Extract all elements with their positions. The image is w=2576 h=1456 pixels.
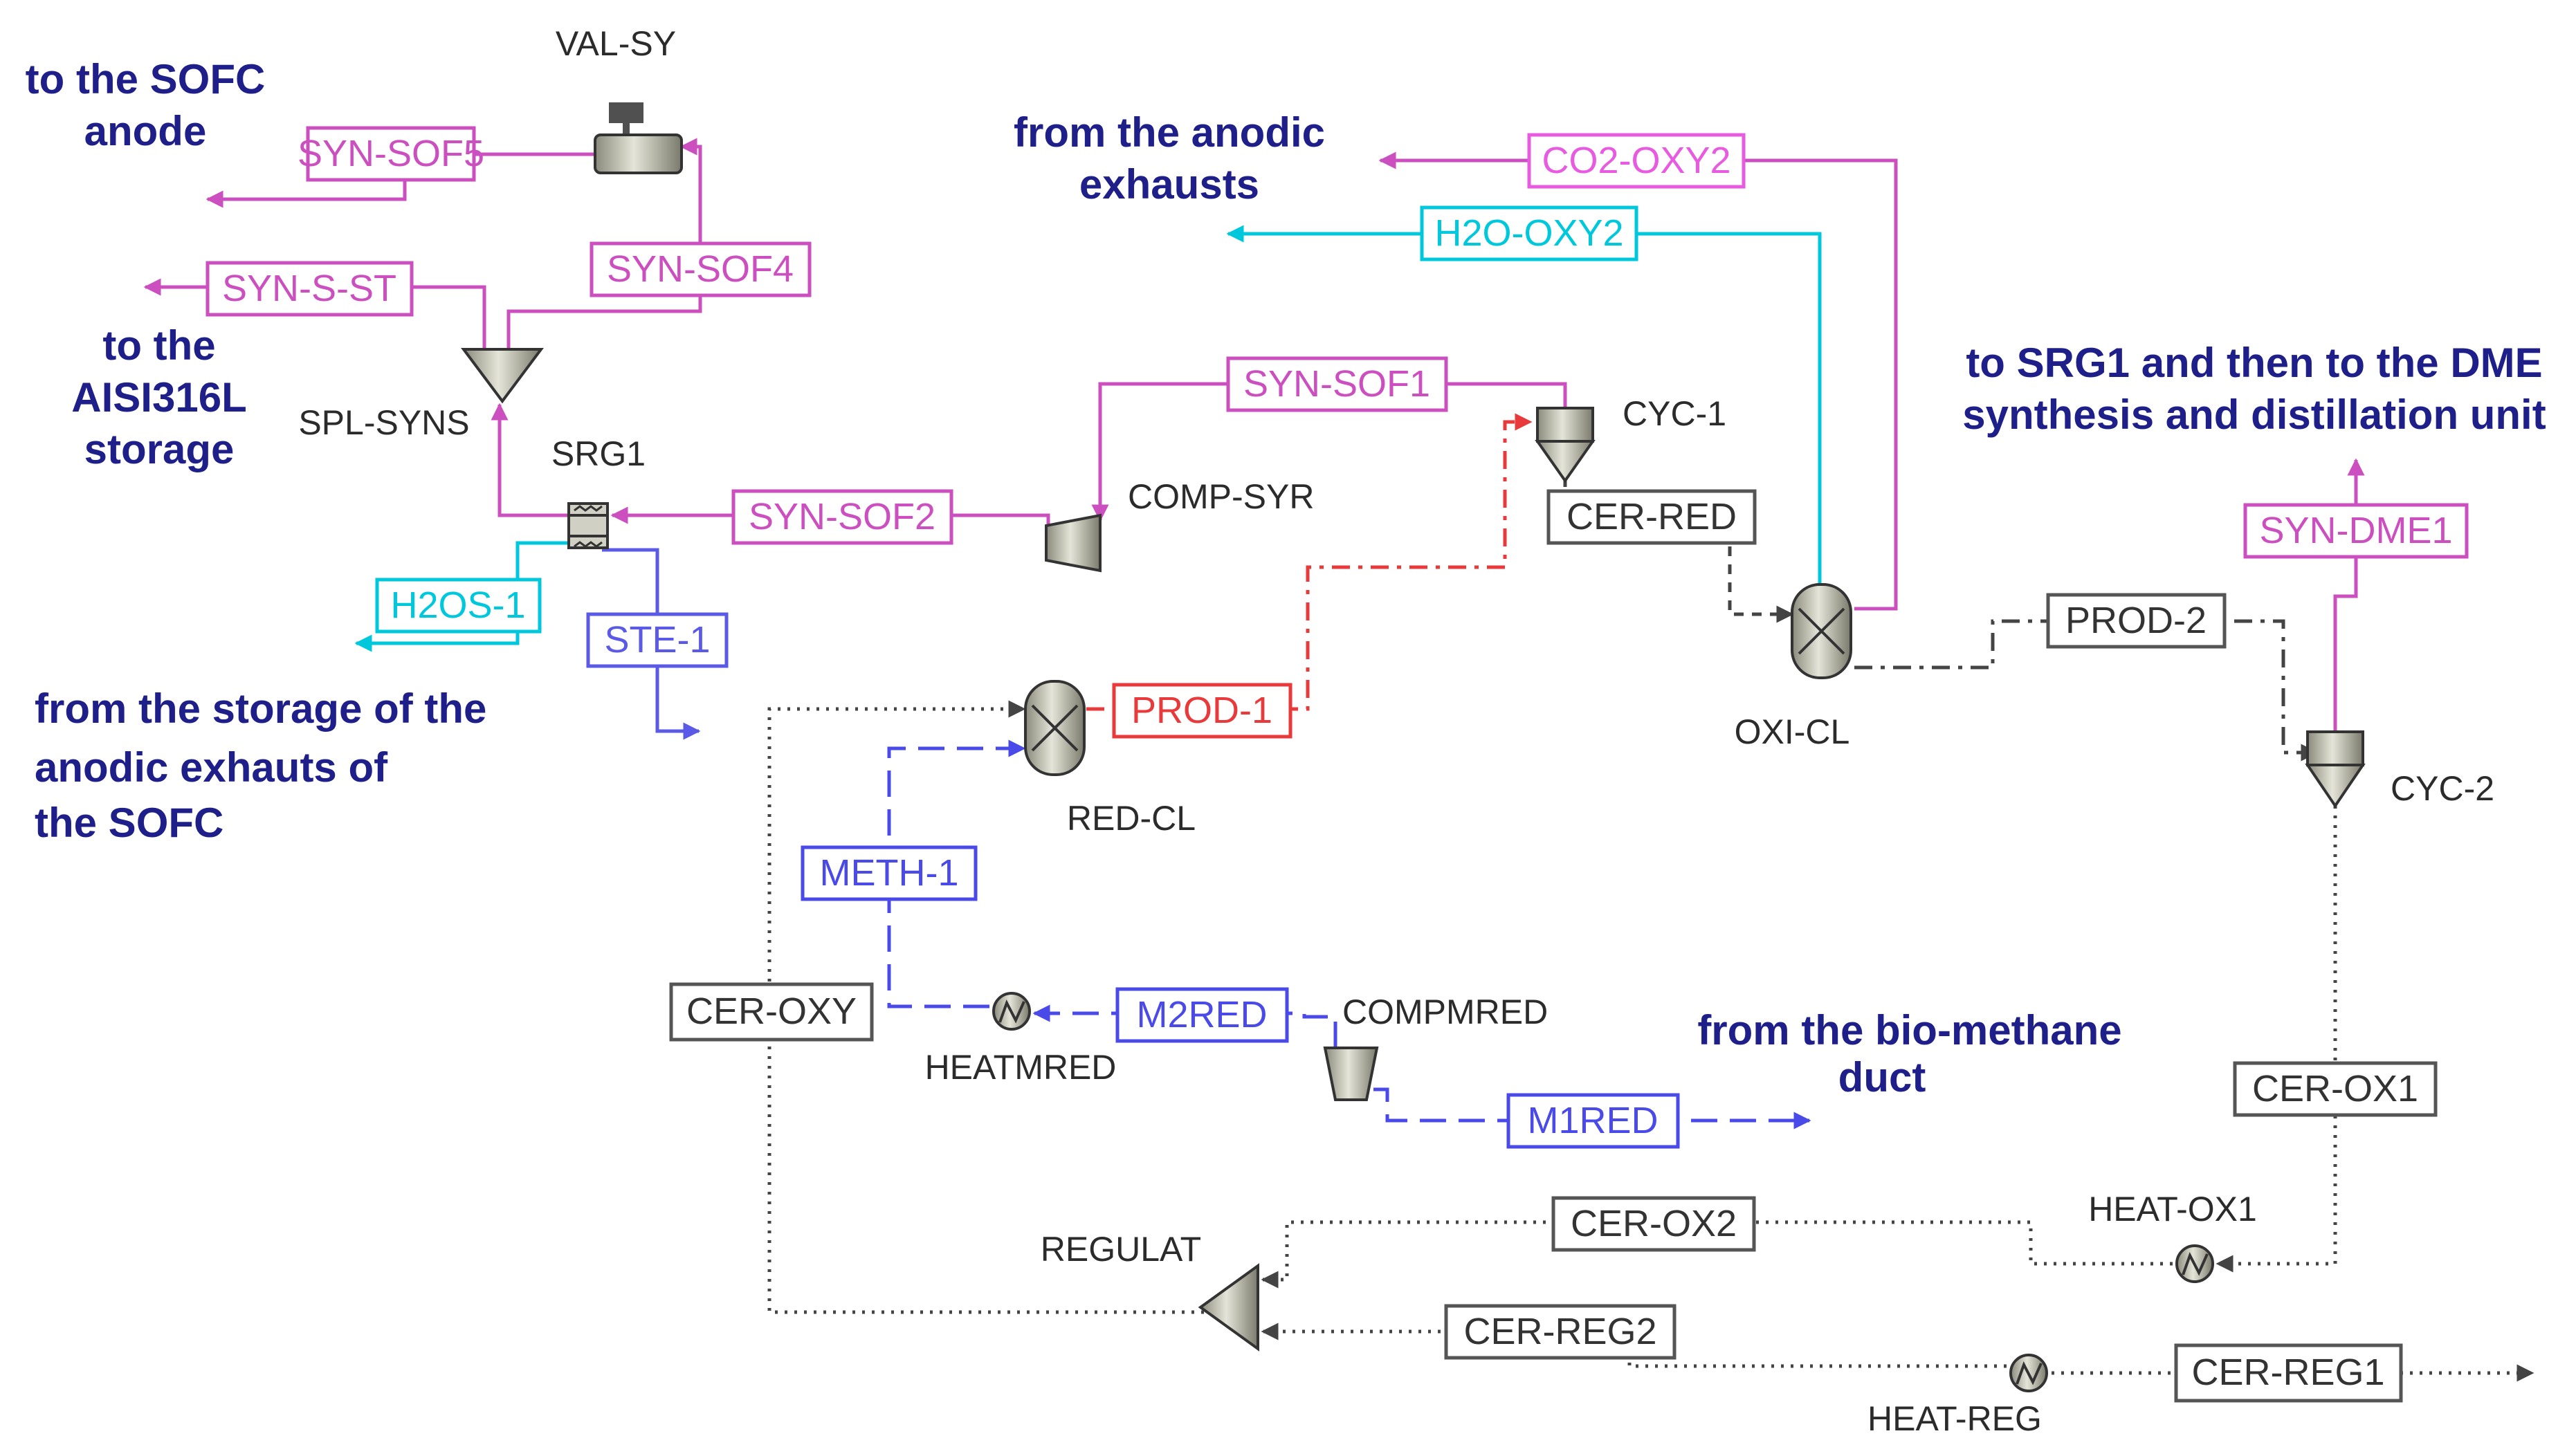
stream-box-syn-dme1[interactable]: SYN-DME1	[2243, 503, 2469, 559]
block-label-red-cl: RED-CL	[1067, 799, 1196, 838]
svg-text:exhausts: exhausts	[1079, 161, 1259, 208]
annotation-aisi-storage: to the AISI316L storage	[71, 322, 246, 472]
svg-text:CER-REG2: CER-REG2	[1463, 1311, 1656, 1352]
svg-text:M1RED: M1RED	[1527, 1100, 1658, 1141]
heater-icon[interactable]	[2009, 1354, 2048, 1392]
svg-text:anodic exhauts of: anodic exhauts of	[35, 744, 388, 791]
stream-line-syn-dme1[interactable]	[2333, 458, 2365, 732]
svg-text:CER-OXY: CER-OXY	[686, 990, 857, 1032]
block-label-val-sy: VAL-SY	[556, 24, 676, 63]
stream-box-meth-1[interactable]: METH-1	[801, 845, 978, 901]
annotation-storage-anodic: from the storage of the anodic exhauts o…	[35, 685, 486, 846]
svg-text:synthesis and distillation uni: synthesis and distillation unit	[1962, 391, 2546, 438]
svg-text:SYN-S-ST: SYN-S-ST	[222, 268, 396, 309]
mixer-icon[interactable]	[1198, 1263, 1259, 1352]
svg-text:PROD-1: PROD-1	[1131, 690, 1272, 731]
svg-text:CO2-OXY2: CO2-OXY2	[1542, 140, 1730, 181]
heater-icon[interactable]	[2175, 1244, 2214, 1283]
cyclone-icon[interactable]	[1535, 407, 1596, 483]
heat-exchanger-icon[interactable]	[567, 502, 609, 549]
stream-box-h2os-1[interactable]: H2OS-1	[375, 578, 542, 634]
stream-box-cer-ox1[interactable]: CER-OX1	[2233, 1061, 2438, 1117]
stream-box-h2o-oxy2[interactable]: H2O-OXY2	[1420, 205, 1638, 261]
svg-text:H2O-OXY2: H2O-OXY2	[1434, 212, 1623, 254]
valve-icon[interactable]	[594, 102, 683, 174]
block-label-compmred: COMPMRED	[1342, 993, 1548, 1031]
svg-text:the SOFC: the SOFC	[35, 800, 223, 846]
svg-text:to the SOFC: to the SOFC	[26, 56, 266, 102]
stream-box-m1red[interactable]: M1RED	[1506, 1093, 1680, 1149]
block-label-comp-syr: COMP-SYR	[1128, 477, 1314, 516]
stream-line-cer-ox2[interactable]	[1261, 1220, 2173, 1289]
block-label-regulat: REGULAT	[1041, 1230, 1201, 1269]
stream-box-syn-sof2[interactable]: SYN-SOF2	[731, 489, 953, 545]
block-label-heat-reg: HEAT-REG	[1867, 1399, 2042, 1438]
svg-text:anode: anode	[84, 108, 207, 154]
block-label-cyc-1: CYC-1	[1623, 394, 1726, 433]
svg-text:SYN-DME1: SYN-DME1	[2259, 510, 2452, 551]
annotation-sofc-anode: to the SOFC anode	[26, 56, 266, 154]
stream-box-cer-oxy[interactable]: CER-OXY	[669, 982, 874, 1042]
stream-box-m2red[interactable]: M2RED	[1115, 987, 1289, 1043]
svg-text:CER-RED: CER-RED	[1566, 496, 1737, 537]
svg-text:from the bio-methane: from the bio-methane	[1697, 1007, 2121, 1053]
block-label-oxi-cl: OXI-CL	[1735, 712, 1850, 751]
stream-box-cer-reg2[interactable]: CER-REG2	[1444, 1304, 1677, 1360]
stream-box-syn-sof4[interactable]: SYN-SOF4	[590, 241, 812, 297]
heater-icon[interactable]	[992, 992, 1031, 1031]
svg-text:CER-REG1: CER-REG1	[2191, 1352, 2384, 1393]
stream-box-syn-sof5[interactable]: SYN-SOF5	[298, 126, 484, 182]
svg-text:from the anodic: from the anodic	[1014, 109, 1325, 156]
block-label-heatmred: HEATMRED	[925, 1048, 1117, 1087]
stream-box-cer-ox2[interactable]: CER-OX2	[1551, 1196, 1756, 1252]
block-label-srg1: SRG1	[551, 434, 646, 473]
stream-line-srg1-to-spl[interactable]	[491, 403, 567, 517]
svg-text:SYN-SOF1: SYN-SOF1	[1243, 363, 1430, 405]
reactor-icon[interactable]	[1791, 583, 1852, 679]
svg-text:storage: storage	[84, 426, 235, 472]
block-label-cyc-2: CYC-2	[2391, 769, 2494, 808]
svg-text:SYN-SOF5: SYN-SOF5	[298, 133, 484, 174]
svg-text:duct: duct	[1838, 1054, 1926, 1100]
svg-text:CER-OX2: CER-OX2	[1571, 1203, 1737, 1244]
stream-line-meth-1[interactable]	[887, 739, 1026, 1008]
block-label-heat-ox1: HEAT-OX1	[2088, 1190, 2257, 1228]
stream-line-cer-ox1[interactable]	[2216, 806, 2337, 1273]
stream-box-cer-reg1[interactable]: CER-REG1	[2174, 1343, 2403, 1403]
stream-box-cer-red[interactable]: CER-RED	[1546, 489, 1757, 545]
stream-box-ste-1[interactable]: STE-1	[586, 612, 729, 668]
stream-box-co2-oxy2[interactable]: CO2-OXY2	[1527, 133, 1746, 189]
stream-box-prod-2[interactable]: PROD-2	[2046, 593, 2227, 649]
svg-text:H2OS-1: H2OS-1	[390, 584, 525, 626]
stream-box-syn-sof1[interactable]: SYN-SOF1	[1226, 356, 1448, 412]
svg-text:PROD-2: PROD-2	[2065, 600, 2207, 641]
svg-text:from the storage of the: from the storage of the	[35, 685, 486, 732]
svg-text:CER-OX1: CER-OX1	[2252, 1068, 2418, 1109]
svg-text:to SRG1 and then to the DME: to SRG1 and then to the DME	[1966, 340, 2542, 386]
svg-text:SYN-SOF4: SYN-SOF4	[607, 248, 794, 290]
annotation-anodic-exhausts: from the anodic exhausts	[1014, 109, 1325, 208]
stream-line-prod-1[interactable]	[1086, 413, 1533, 711]
compressor-icon[interactable]	[1323, 1047, 1379, 1101]
stream-line-syn-sof4[interactable]	[506, 138, 702, 349]
annotation-bio-methane: from the bio-methane duct	[1697, 1007, 2121, 1100]
cyclone-icon[interactable]	[2305, 730, 2366, 809]
svg-text:SYN-SOF2: SYN-SOF2	[749, 496, 935, 537]
annotation-srg1-dme: to SRG1 and then to the DME synthesis an…	[1962, 340, 2546, 438]
svg-text:M2RED: M2RED	[1136, 994, 1267, 1035]
svg-text:AISI316L: AISI316L	[71, 374, 246, 421]
reactor-icon[interactable]	[1024, 680, 1086, 776]
svg-text:METH-1: METH-1	[820, 852, 959, 894]
compressor-icon[interactable]	[1045, 513, 1102, 573]
stream-box-syn-s-st[interactable]: SYN-S-ST	[205, 261, 414, 317]
block-label-spl-syns: SPL-SYNS	[298, 403, 469, 442]
svg-text:to the: to the	[102, 322, 215, 369]
splitter-icon[interactable]	[461, 348, 544, 404]
svg-text:STE-1: STE-1	[604, 619, 710, 661]
stream-box-prod-1[interactable]: PROD-1	[1112, 683, 1292, 739]
